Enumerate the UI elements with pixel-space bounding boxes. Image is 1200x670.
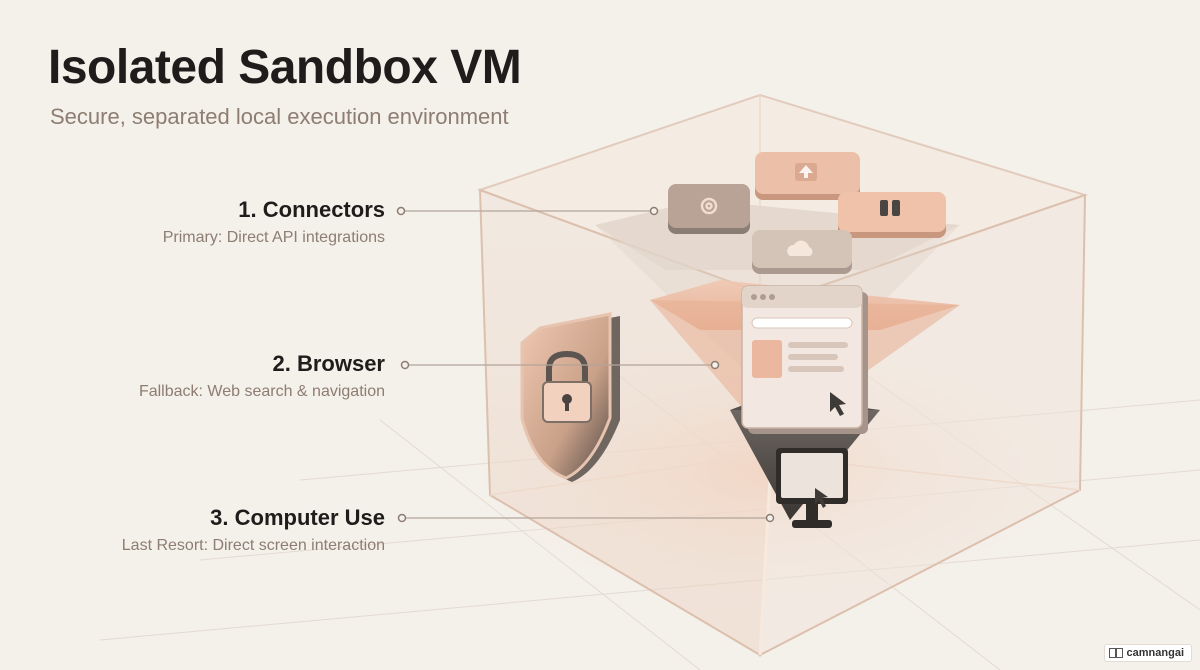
monitor-icon [776,448,848,528]
puzzle-icon [838,192,946,238]
gear-icon [700,197,718,215]
connector-lines [405,210,768,519]
shield-lock-icon [520,312,620,482]
puzzle-icon [755,152,860,200]
code-icon [880,200,900,216]
connector-dots [396,206,775,523]
cloud-icon [787,240,813,256]
page-subtitle: Secure, separated local execution enviro… [50,104,509,129]
watermark-badge: camnangai [1103,644,1192,662]
step-browser: 2. Browser Fallback: Web search & naviga… [139,351,385,401]
step-description: Last Resort: Direct screen interaction [121,537,385,554]
step-description: Fallback: Web search & navigation [138,383,385,400]
puzzle-icon [752,230,852,274]
step-description: Primary: Direct API integrations [162,229,385,246]
connector-tiles [668,152,946,274]
step-title: 1. Connectors [238,197,385,222]
book-icon [1108,648,1123,658]
browser-window-icon [741,285,868,434]
upload-icon [795,163,817,181]
puzzle-icon [668,184,750,234]
cursor-icon [815,488,828,508]
cursor-icon [830,392,846,416]
step-connectors: 1. Connectors Primary: Direct API integr… [163,197,385,247]
step-title: 2. Browser [272,351,386,376]
page-title: Isolated Sandbox VM [48,41,522,94]
step-computer-use: 3. Computer Use Last Resort: Direct scre… [122,505,385,555]
step-title: 3. Computer Use [210,505,385,530]
watermark-text: camnangai [1126,647,1184,659]
